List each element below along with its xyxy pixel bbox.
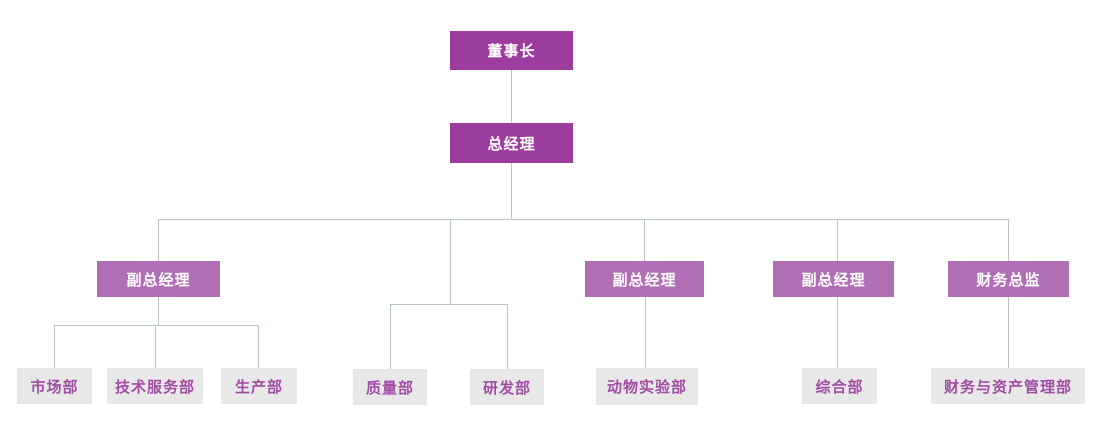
org-node-rd-dept[interactable]: 研发部 <box>470 369 544 405</box>
connector-branch-to-marketing <box>54 325 55 368</box>
org-node-production-dept[interactable]: 生产部 <box>221 368 297 404</box>
org-node-tech-service-dept[interactable]: 技术服务部 <box>107 368 203 404</box>
connector-deputy-gm-3-to-general-affairs <box>837 297 838 368</box>
connector-branch-to-quality <box>390 304 391 369</box>
org-node-deputy-gm-1[interactable]: 副总经理 <box>97 261 220 297</box>
connector-rail-to-deputy-gm-2 <box>644 219 645 261</box>
connector-branch-to-production <box>258 325 259 368</box>
connector-rail-to-deputy-gm-1 <box>158 219 159 261</box>
org-node-deputy-gm-2[interactable]: 副总经理 <box>585 261 704 297</box>
connector-deputy-gm-1-to-branch <box>158 297 159 325</box>
connector-rail-to-finance-director <box>1008 219 1009 261</box>
connector-branch-rail-quality-rd <box>390 304 508 305</box>
org-node-chairman[interactable]: 董事长 <box>450 31 573 70</box>
org-node-finance-director[interactable]: 财务总监 <box>948 261 1069 297</box>
connector-branch-rail-deputy-gm-1 <box>54 325 259 326</box>
org-node-general-manager[interactable]: 总经理 <box>450 123 573 163</box>
connector-rail-to-quality-rd-junction <box>450 219 451 304</box>
org-node-general-affairs-dept[interactable]: 综合部 <box>802 368 877 404</box>
org-node-animal-lab-dept[interactable]: 动物实验部 <box>596 368 698 405</box>
org-node-deputy-gm-3[interactable]: 副总经理 <box>773 261 894 297</box>
connector-main-rail <box>158 219 1009 220</box>
connector-branch-to-tech-service <box>155 325 156 368</box>
connector-finance-director-to-finance-asset <box>1008 297 1009 368</box>
connector-gm-to-rail <box>511 163 512 219</box>
org-node-finance-asset-dept[interactable]: 财务与资产管理部 <box>931 368 1085 404</box>
connector-branch-to-rd <box>507 304 508 369</box>
connector-deputy-gm-2-to-animal-lab <box>645 297 646 368</box>
org-node-quality-dept[interactable]: 质量部 <box>353 369 427 405</box>
org-node-marketing-dept[interactable]: 市场部 <box>17 368 92 404</box>
connector-chairman-to-gm <box>511 70 512 123</box>
connector-rail-to-deputy-gm-3 <box>837 219 838 261</box>
